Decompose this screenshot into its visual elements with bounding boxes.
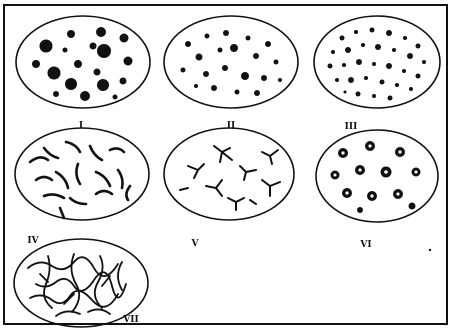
panel-3-circle xyxy=(314,16,440,108)
panel-4-label: IV xyxy=(27,236,39,246)
panel-7-circle xyxy=(14,239,148,327)
panel-5-circle xyxy=(164,128,294,220)
panel-4-circle xyxy=(15,128,149,220)
panel-1: I xyxy=(16,16,150,131)
panel-7-particles xyxy=(28,254,126,316)
panel-7: VII xyxy=(14,239,148,327)
stray-dot xyxy=(429,249,431,251)
panel-6: VI xyxy=(316,130,438,250)
panel-3: III xyxy=(314,16,440,132)
panel-2-particles xyxy=(181,30,283,96)
panel-2-label: II xyxy=(227,121,235,131)
panel-5-particles xyxy=(180,146,280,210)
panel-5: V xyxy=(164,128,294,249)
panel-3-particles xyxy=(328,28,427,101)
outer-frame xyxy=(4,5,447,324)
panel-4-particles xyxy=(30,142,130,218)
panel-7-label: VII xyxy=(122,315,138,325)
panel-4: IV xyxy=(15,128,149,246)
panel-6-particles xyxy=(331,141,421,213)
panel-1-particles xyxy=(32,27,133,101)
panel-1-label: I xyxy=(79,121,83,131)
panel-2: II xyxy=(164,16,298,131)
panel-6-label: VI xyxy=(359,240,371,250)
panel-5-label: V xyxy=(191,239,200,249)
panel-3-label: III xyxy=(345,122,358,132)
